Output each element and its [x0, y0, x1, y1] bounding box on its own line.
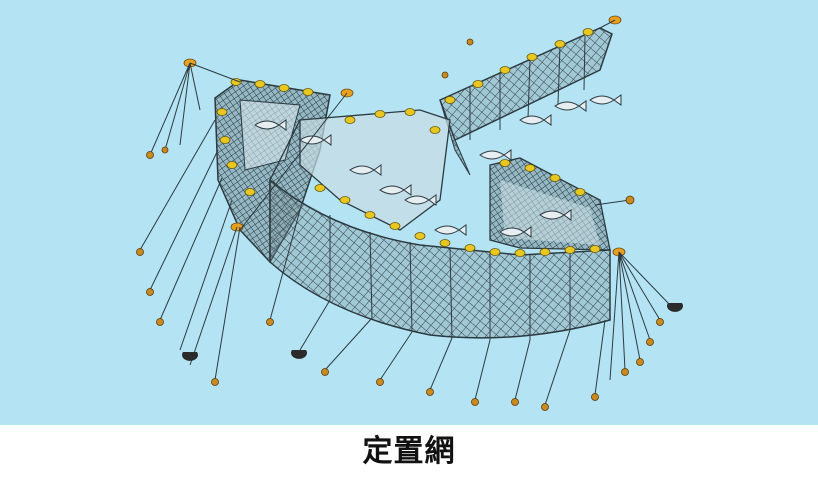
anchor-weight-icon — [646, 338, 654, 346]
anchor-weight-icon — [146, 288, 154, 296]
anchor-weight-icon — [136, 248, 144, 256]
anchor-weight-icon — [591, 393, 599, 401]
anchor-weight-icon — [636, 358, 644, 366]
anchor-weight-icon — [146, 151, 154, 159]
fish-icon — [539, 209, 572, 221]
float-line — [216, 28, 601, 257]
anchor-weight-icon — [426, 388, 434, 396]
set-net-illustration — [136, 15, 683, 411]
anchor-weight-icon — [291, 350, 307, 359]
fish-icon — [519, 114, 552, 126]
anchor-weight-icon — [625, 195, 635, 205]
anchor-weight-icon — [376, 378, 384, 386]
fish-icon — [254, 119, 287, 131]
anchor-weight-icon — [667, 303, 683, 312]
anchor-weight-icon — [266, 318, 274, 326]
anchor-weight-icon — [156, 318, 164, 326]
fish-icon — [499, 226, 532, 238]
fish-school — [254, 94, 622, 238]
leader-net — [439, 27, 613, 176]
anchor-weight-icon — [621, 368, 629, 376]
mooring-lines — [139, 19, 671, 406]
fish-icon — [349, 164, 382, 176]
dark-anchors — [182, 303, 683, 361]
anchor-weight-icon — [656, 318, 664, 326]
fish-icon — [479, 149, 512, 161]
anchor-weight-icon — [182, 352, 198, 361]
anchor-weight-icon — [541, 403, 549, 411]
anchor-weights — [136, 38, 664, 411]
fish-icon — [434, 224, 467, 236]
fish-icon — [404, 194, 437, 206]
fish-icon — [554, 100, 587, 112]
inner-chamber — [489, 157, 611, 251]
illustration-panel — [0, 0, 818, 425]
fish-icon — [589, 94, 622, 106]
anchor-weight-icon — [161, 146, 169, 154]
anchor-weight-icon — [441, 71, 449, 79]
anchor-weight-icon — [211, 378, 219, 386]
anchor-weight-icon — [466, 38, 474, 46]
figure-caption: 定置網 — [362, 434, 456, 469]
anchor-weight-icon — [511, 398, 519, 406]
fish-icon — [379, 184, 412, 196]
anchor-weight-icon — [321, 368, 329, 376]
anchor-weight-icon — [471, 398, 479, 406]
